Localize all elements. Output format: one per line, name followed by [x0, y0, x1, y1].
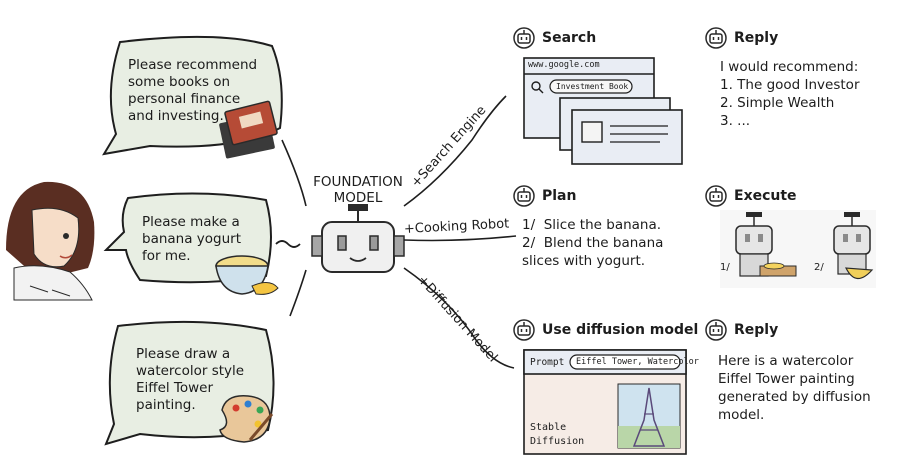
- step-heading-execute: Execute: [734, 188, 797, 204]
- prompt-value: Eiffel Tower, Watercolor: [576, 357, 699, 367]
- foundation-model-label: FOUNDATION MODEL: [313, 174, 403, 206]
- connector-painting-model: [289, 269, 307, 317]
- connector-cooking: [403, 235, 517, 242]
- user-avatar: [6, 181, 95, 301]
- browser-illustration: [523, 57, 683, 165]
- step-heading-search: Search: [542, 30, 597, 46]
- user-connector: [275, 240, 301, 248]
- paint-palette-icon: [219, 395, 274, 443]
- user-request-painting: Please draw a watercolor style Eiffel To…: [136, 346, 245, 413]
- step-heading-plan: Plan: [542, 188, 577, 204]
- connector-diffusion: [403, 267, 515, 369]
- diffusion-panel: [523, 349, 687, 455]
- step-heading-diffusion: Use diffusion model: [542, 322, 699, 338]
- step-heading-reply-1: Reply: [734, 30, 779, 46]
- yogurt-bowl-icon: [215, 255, 279, 295]
- user-request-books: Please recommend some books on personal …: [128, 57, 258, 124]
- eiffel-tower-painting: [617, 383, 681, 449]
- book-icon: [219, 100, 278, 159]
- user-request-yogurt: Please make a banana yogurt for me.: [142, 214, 242, 264]
- step-heading-reply-2: Reply: [734, 322, 779, 338]
- reply-1-text: I would recommend: 1. The good Investor …: [720, 59, 860, 129]
- execute-step-2: 2/: [814, 262, 824, 273]
- reply-2-text: Here is a watercolor Eiffel Tower painti…: [718, 353, 871, 423]
- execute-step-1: 1/: [720, 262, 730, 273]
- robot-icon: [311, 204, 405, 273]
- robot-step-icons: [513, 27, 727, 341]
- connector-books-model: [281, 139, 307, 207]
- browser-url: www.google.com: [528, 60, 600, 70]
- plan-text: 1/ Slice the banana. 2/ Blend the banana…: [522, 217, 664, 269]
- prompt-label: Prompt: [530, 357, 565, 368]
- cooking-robot-illustration: [720, 210, 876, 288]
- browser-search-query: Investment Book: [556, 82, 629, 91]
- connector-search: [403, 95, 507, 207]
- model-name: Stable Diffusion: [530, 422, 585, 447]
